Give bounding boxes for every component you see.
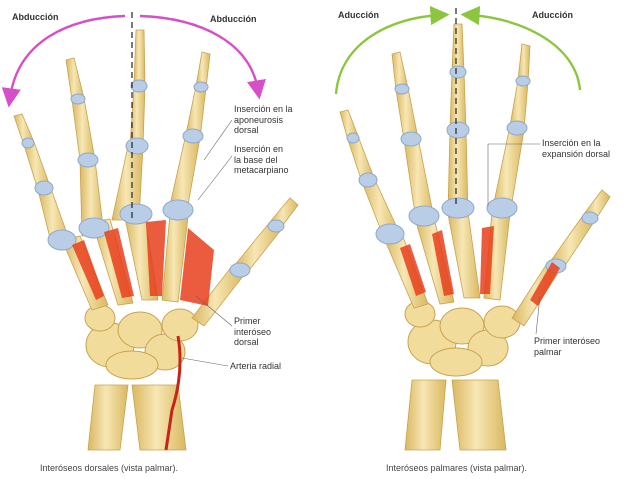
label-line: Inserción en la	[234, 104, 293, 114]
label-line: Primer interóseo	[534, 336, 601, 346]
abduction-label-right: Abducción	[210, 14, 257, 24]
left-hand	[1, 12, 299, 451]
label-insertion-dorsal-expansion: Inserción en la expansión dorsal	[542, 138, 610, 159]
label-line: Primer	[234, 316, 261, 326]
adduction-label-left: Aducción	[338, 10, 380, 20]
label-line: dorsal	[234, 337, 259, 347]
label-line: Inserción en	[234, 144, 284, 154]
label-line: Inserción en la	[542, 138, 601, 148]
label-radial-artery: Arteria radial	[230, 361, 282, 371]
label-first-palmar-interosseous: Primer interóseo palmar	[534, 336, 600, 357]
label-line: metacarpiano	[234, 165, 289, 175]
caption-left: Interóseos dorsales (vista palmar).	[40, 463, 179, 473]
label-line: expansión dorsal	[542, 148, 611, 159]
label-line: aponeurosis	[234, 114, 284, 125]
label-first-dorsal-interosseous: Primer interóseo dorsal	[234, 316, 271, 348]
adduction-label-right: Aducción	[532, 10, 574, 20]
caption-right: Interóseos palmares (vista palmar).	[386, 463, 528, 473]
label-line: palmar	[534, 346, 562, 357]
label-line: interóseo	[234, 326, 272, 337]
abduction-label-left: Abducción	[12, 12, 59, 22]
label-insertion-metacarpal-base: Inserción en la base del metacarpiano	[234, 144, 289, 176]
label-line: la base del	[234, 154, 278, 165]
label-insertion-dorsal-aponeurosis: Inserción en la aponeurosis dorsal	[234, 104, 293, 136]
label-line: dorsal	[234, 125, 259, 135]
right-hand	[334, 5, 611, 451]
